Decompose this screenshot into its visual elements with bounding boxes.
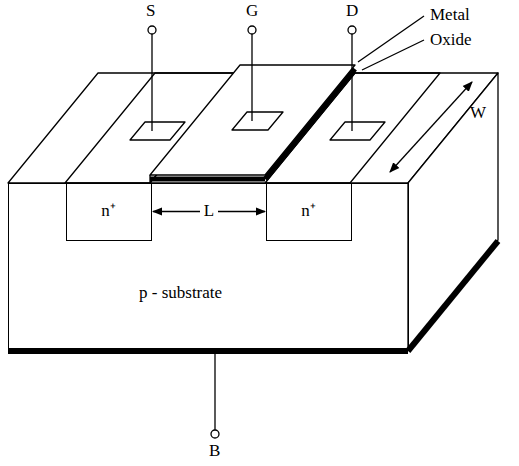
part-label: Metal	[430, 6, 470, 25]
n-plus-region: n⁺	[266, 183, 352, 241]
source-contact	[130, 122, 185, 140]
bulk-wire	[214, 354, 215, 430]
region-label: n⁺	[101, 202, 116, 221]
part-label: Oxide	[430, 31, 472, 50]
terminal-label: D	[346, 2, 358, 21]
substrate-side	[408, 73, 498, 350]
terminal-label: S	[146, 2, 155, 21]
terminal-label: G	[246, 2, 258, 21]
oxide-edge	[150, 177, 265, 182]
gate-wire	[251, 34, 252, 121]
terminal-label: B	[209, 442, 220, 461]
dimension-label: L	[200, 202, 218, 221]
width-arrow	[390, 82, 472, 172]
oxide-edge	[265, 69, 355, 179]
part-label: W	[470, 104, 486, 123]
gate-contact	[232, 112, 283, 130]
leader-line	[358, 16, 424, 62]
drain-contact	[330, 122, 385, 140]
region-label: n⁺	[301, 202, 316, 221]
leader-line	[362, 40, 424, 70]
drain-wire	[351, 34, 352, 131]
n-plus-region: n⁺	[66, 183, 152, 241]
source-wire	[151, 34, 152, 131]
substrate-label: p - substrate	[139, 284, 222, 303]
bulk-contact	[8, 348, 408, 354]
